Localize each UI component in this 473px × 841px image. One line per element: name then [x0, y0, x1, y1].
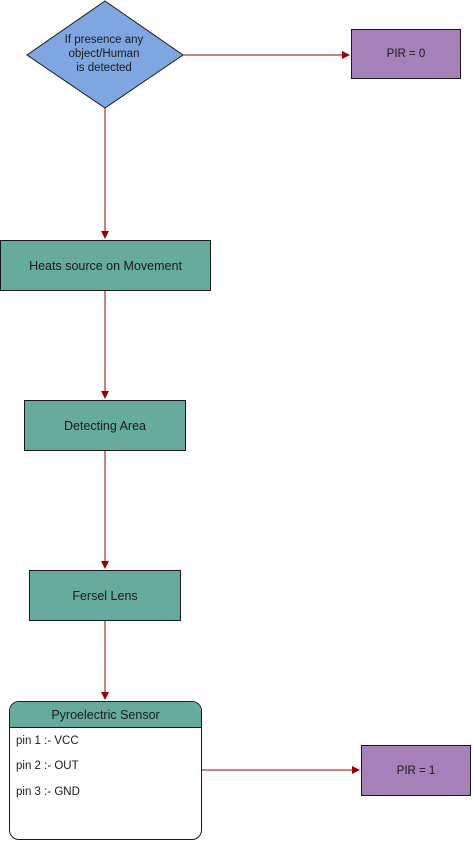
pir-one-label: PIR = 1 — [396, 764, 436, 777]
fersel-lens-label: Fersel Lens — [72, 588, 138, 603]
pin-2-row: pin 2 :- OUT — [16, 760, 79, 772]
heat-source-label: Heats source on Movement — [29, 258, 182, 273]
detecting-area-node: Detecting Area — [24, 400, 186, 451]
fersel-lens-node: Fersel Lens — [29, 570, 181, 621]
sensor-title: Pyroelectric Sensor — [51, 707, 160, 722]
sensor-header: Pyroelectric Sensor — [10, 702, 201, 728]
pir-zero-label: PIR = 0 — [386, 48, 426, 60]
pin-3-row: pin 3 :- GND — [16, 786, 80, 798]
detecting-area-label: Detecting Area — [64, 418, 146, 433]
pir-zero-node: PIR = 0 — [351, 29, 461, 79]
pin-1-row: pin 1 :- VCC — [16, 735, 79, 747]
heat-source-node: Heats source on Movement — [0, 240, 211, 291]
decision-label: If presence any object/Human is detected — [64, 34, 144, 74]
pyroelectric-sensor-node: Pyroelectric Sensor pin 1 :- VCC pin 2 :… — [9, 701, 202, 840]
pir-one-node: PIR = 1 — [361, 745, 471, 796]
